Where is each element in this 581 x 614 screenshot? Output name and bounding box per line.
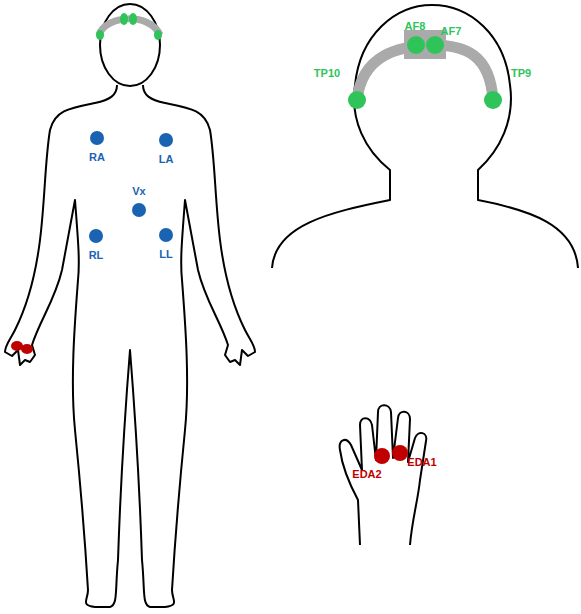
eeg-electrodes xyxy=(348,36,502,109)
head-outline xyxy=(100,4,160,86)
eda-electrodes-small xyxy=(11,341,33,354)
body-outline xyxy=(5,85,255,607)
electrode-label: EDA1 xyxy=(407,456,436,468)
electrode-label: LL xyxy=(159,248,172,260)
hand-outline xyxy=(340,405,427,545)
electrode-label: TP9 xyxy=(511,67,531,79)
electrode-label: RA xyxy=(89,151,105,163)
eeg-electrodes xyxy=(96,13,162,40)
bust-outline xyxy=(272,5,578,268)
electrode-label: Vx xyxy=(132,185,145,197)
electrode-label: TP10 xyxy=(314,67,340,79)
electrode-label: LA xyxy=(159,153,174,165)
electrode-label: RL xyxy=(89,249,104,261)
ecg-electrodes xyxy=(89,131,173,243)
electrode-label: AF8 xyxy=(405,20,426,32)
electrode-label: AF7 xyxy=(441,25,462,37)
electrode-label: EDA2 xyxy=(352,468,381,480)
eda-electrodes xyxy=(374,445,408,464)
headband-module xyxy=(404,30,446,59)
